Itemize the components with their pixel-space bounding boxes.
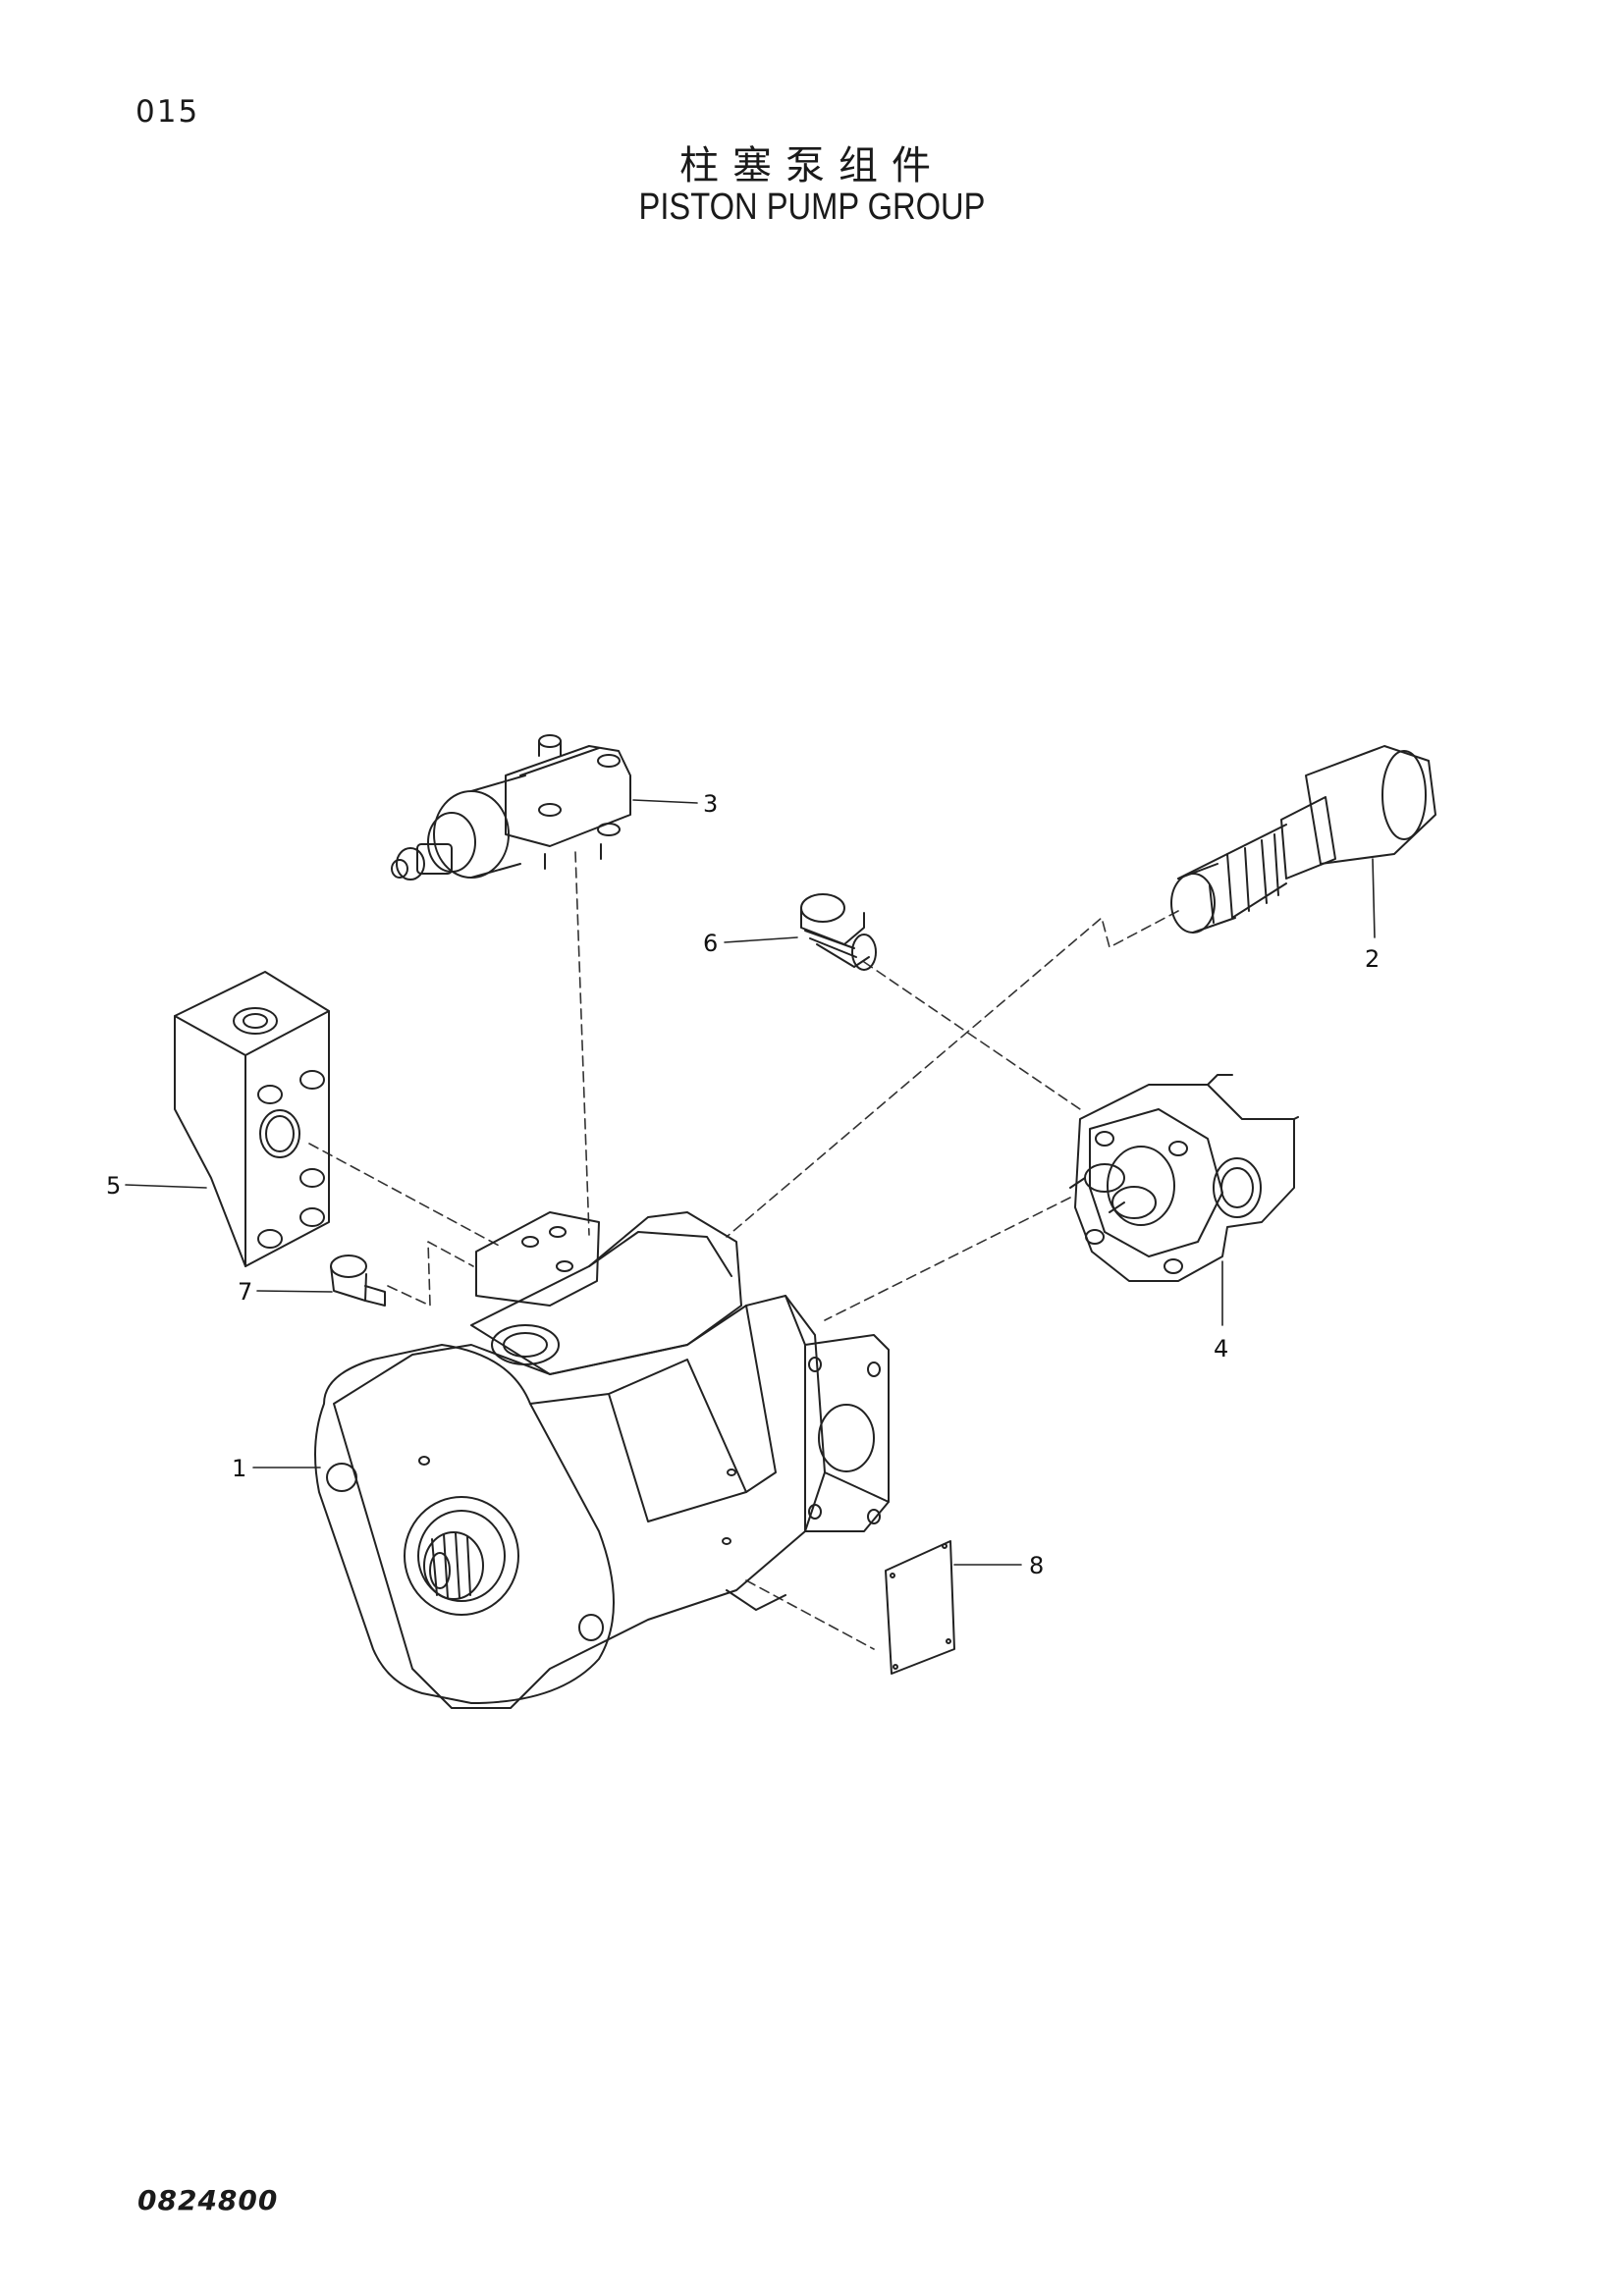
callout-2: 2 xyxy=(1365,858,1380,973)
document-code: 0824800 xyxy=(137,2184,279,2216)
callout-6-label: 6 xyxy=(703,930,718,957)
callout-1-label: 1 xyxy=(232,1455,246,1482)
callout-4-label: 4 xyxy=(1214,1335,1228,1362)
callout-8: 8 xyxy=(953,1552,1044,1579)
callout-5-label: 5 xyxy=(106,1172,121,1200)
assembly-lines xyxy=(308,851,1179,1650)
title-english: PISTON PUMP GROUP xyxy=(638,187,986,228)
title-chinese: 柱塞泵组件 xyxy=(679,143,945,188)
part-8-nameplate xyxy=(885,1540,955,1675)
part-4-gear-pump xyxy=(1069,1074,1299,1282)
part-5-valve-block xyxy=(174,971,330,1267)
callout-2-label: 2 xyxy=(1365,945,1380,973)
callout-4: 4 xyxy=(1214,1260,1228,1362)
callout-3: 3 xyxy=(632,790,718,818)
callout-3-label: 3 xyxy=(703,790,718,818)
part-6-plug xyxy=(800,893,877,971)
callout-6: 6 xyxy=(703,930,798,957)
part-3-regulator-valve xyxy=(391,734,631,881)
part-1-piston-pump xyxy=(314,1211,890,1709)
callout-1: 1 xyxy=(232,1455,321,1482)
part-2-cartridge-valve xyxy=(1170,745,1436,934)
callout-7-label: 7 xyxy=(238,1278,252,1306)
page-number: 015 xyxy=(135,94,200,130)
callout-5: 5 xyxy=(106,1172,207,1200)
callout-7: 7 xyxy=(238,1278,333,1306)
callout-8-label: 8 xyxy=(1029,1552,1044,1579)
part-7-plug xyxy=(330,1255,386,1307)
